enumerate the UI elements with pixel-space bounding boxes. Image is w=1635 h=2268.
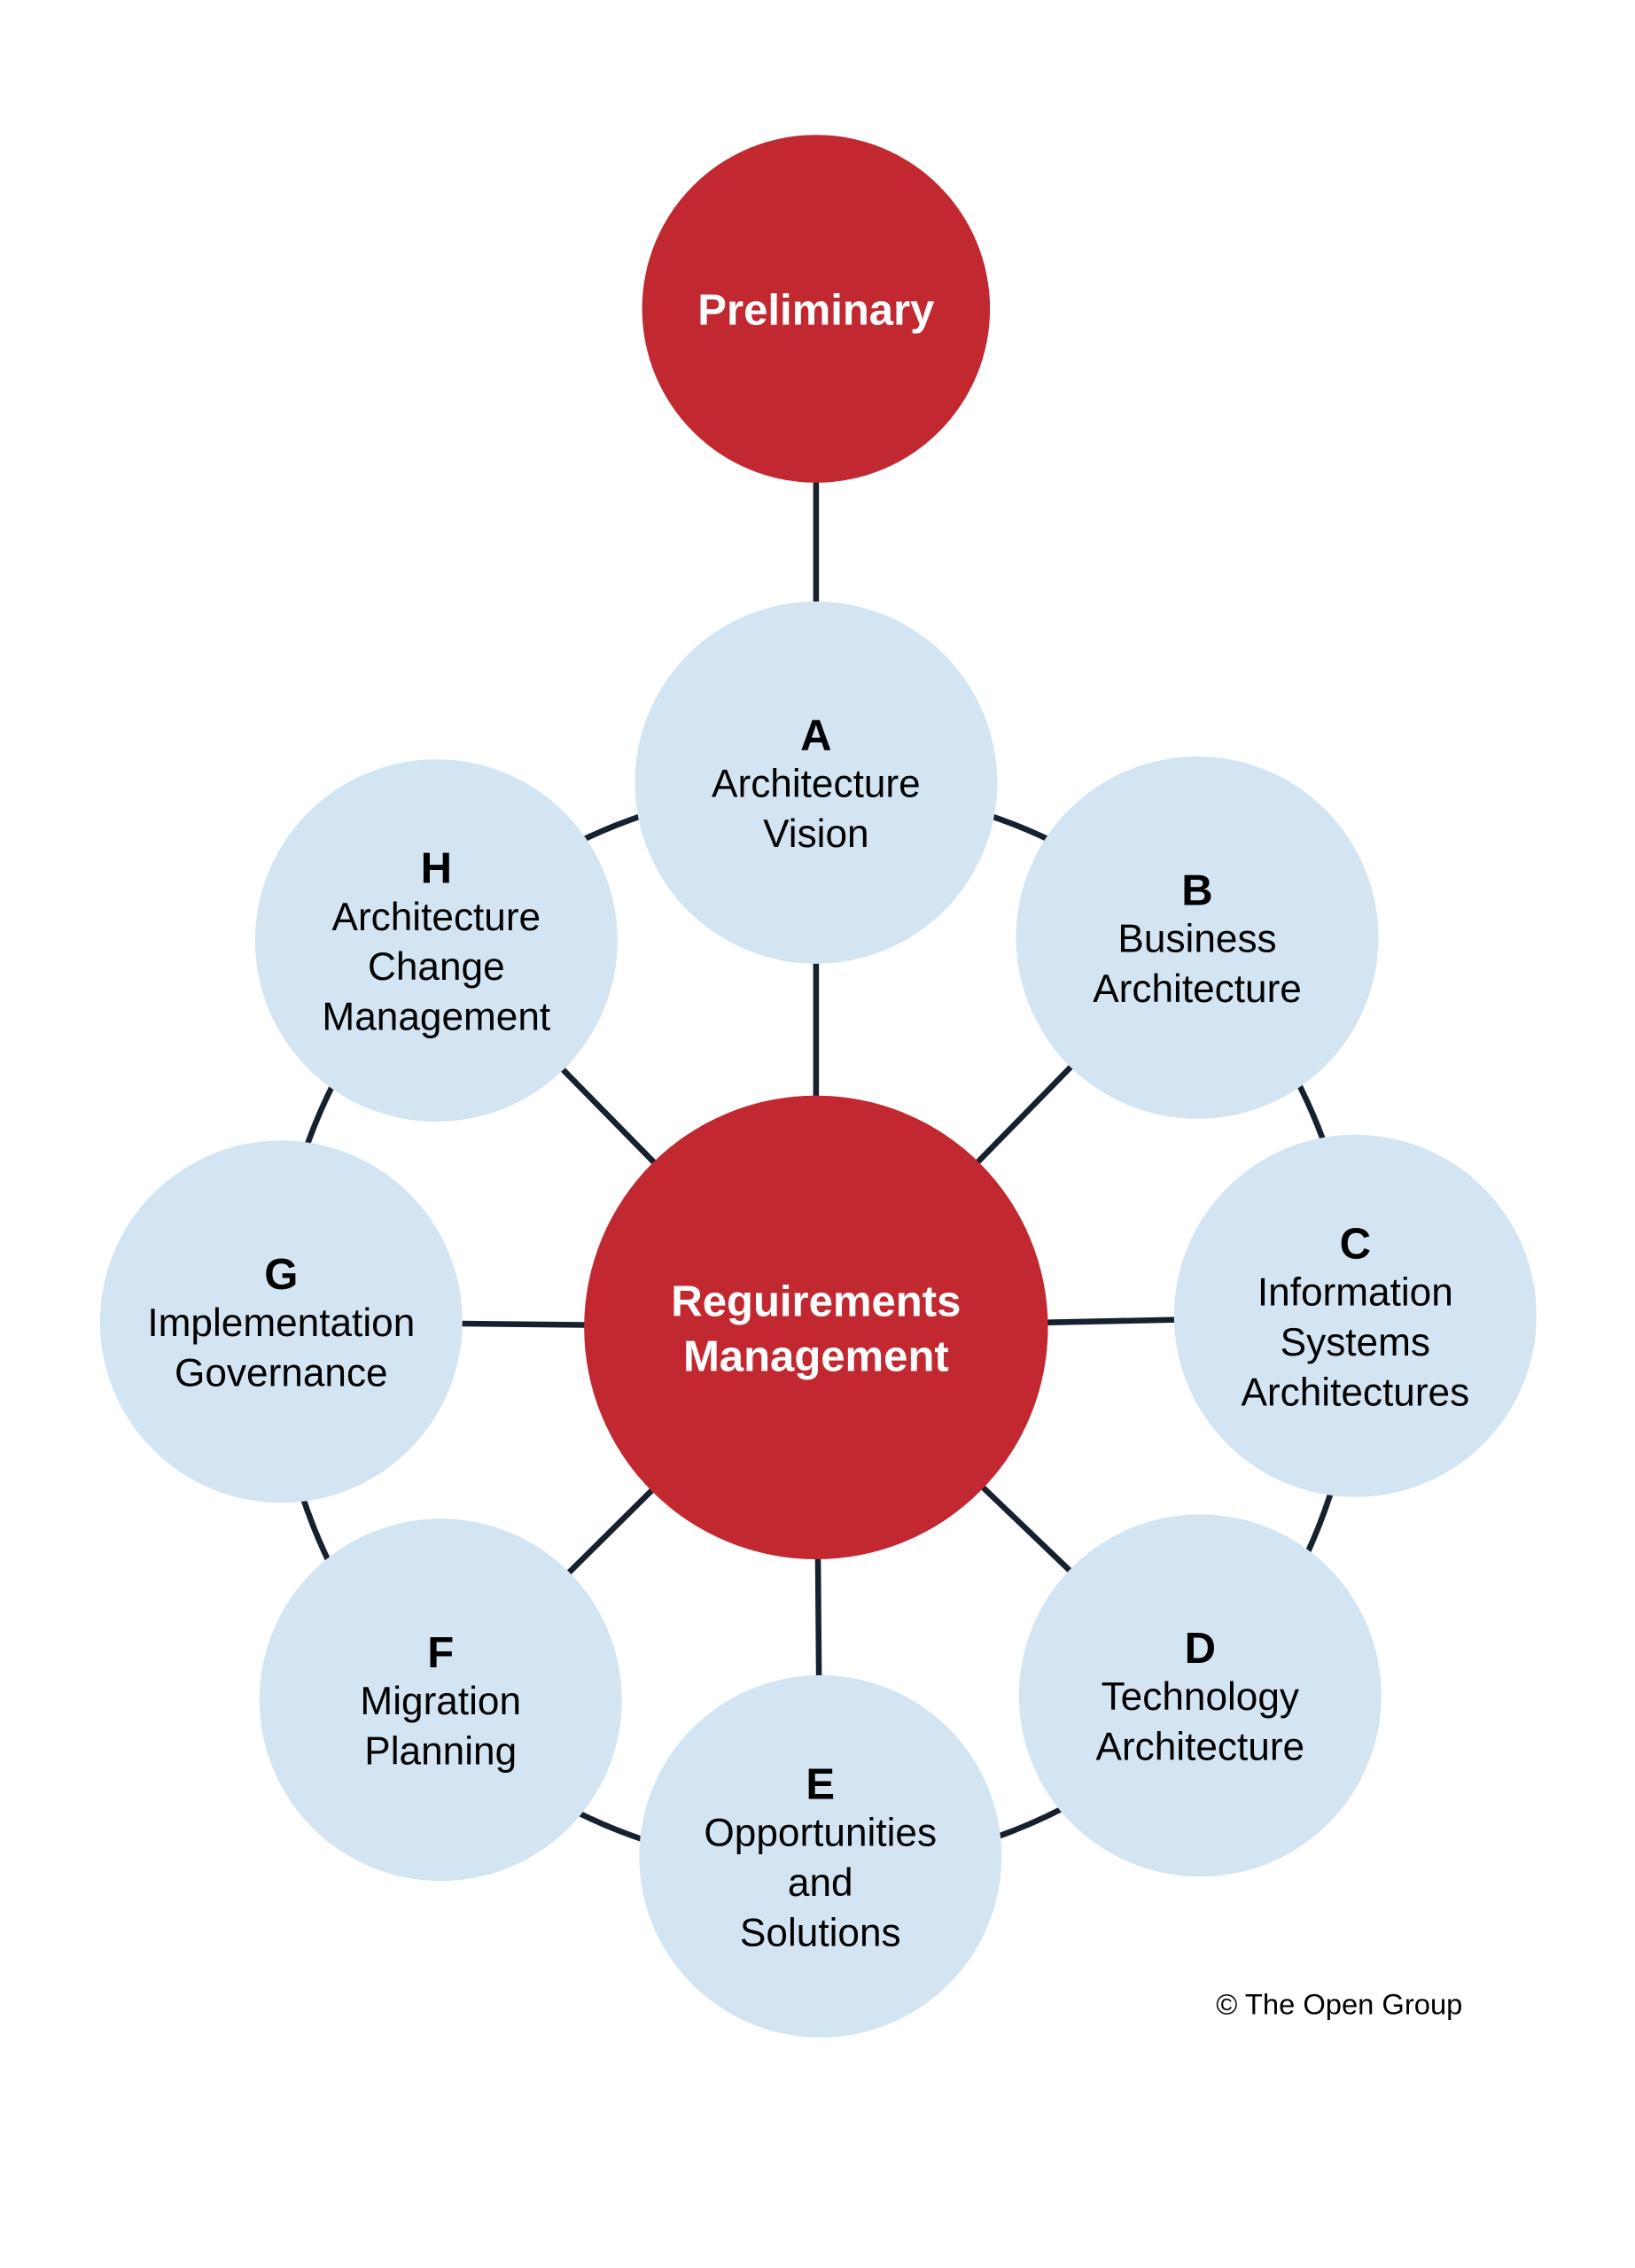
phase-letter: D [1185, 1625, 1216, 1673]
phase-title-line: Architectures [1241, 1371, 1469, 1414]
phase-letter: H [421, 845, 452, 893]
phase-title-line: Technology [1102, 1675, 1299, 1719]
phase-title-line: Business [1117, 918, 1276, 961]
phase-title-line: Architecture [712, 763, 921, 806]
phase-letter: B [1181, 867, 1212, 915]
copyright-text: © The Open Group [1216, 1988, 1462, 2021]
phase-title-line: Migration [360, 1680, 521, 1723]
phase-title-line: Implementation [147, 1301, 415, 1345]
phase-title-line: Architecture [1096, 1726, 1305, 1769]
phase-title-line: Architecture [1093, 967, 1302, 1011]
phase-letter: A [800, 712, 831, 760]
center-label-line: Management [683, 1332, 949, 1380]
preliminary-label: Preliminary [697, 286, 935, 334]
phase-title-line: Governance [175, 1352, 388, 1395]
phase-title-line: Opportunities [704, 1812, 937, 1855]
phase-letter: C [1340, 1220, 1371, 1268]
center-label-line: Reguirements [671, 1278, 961, 1325]
phase-title-line: Architecture [332, 896, 541, 939]
phase-title-line: Planning [364, 1730, 517, 1774]
phase-letter: E [806, 1760, 835, 1808]
nodes: PreliminaryAArchitectureVisionBBusinessA… [99, 135, 1537, 2038]
phase-title-line: Vision [763, 812, 868, 856]
phase-title-line: Solutions [740, 1911, 901, 1954]
phase-letter: G [264, 1251, 298, 1299]
phase-title-line: Management [322, 996, 550, 1039]
phase-letter: F [427, 1629, 454, 1677]
phase-title-line: and [788, 1861, 853, 1905]
preliminary-node[interactable]: Preliminary [642, 135, 991, 483]
phase-title-line: Systems [1281, 1321, 1430, 1364]
phase-title-line: Change [368, 945, 505, 989]
phase-title-line: Information [1257, 1270, 1453, 1314]
